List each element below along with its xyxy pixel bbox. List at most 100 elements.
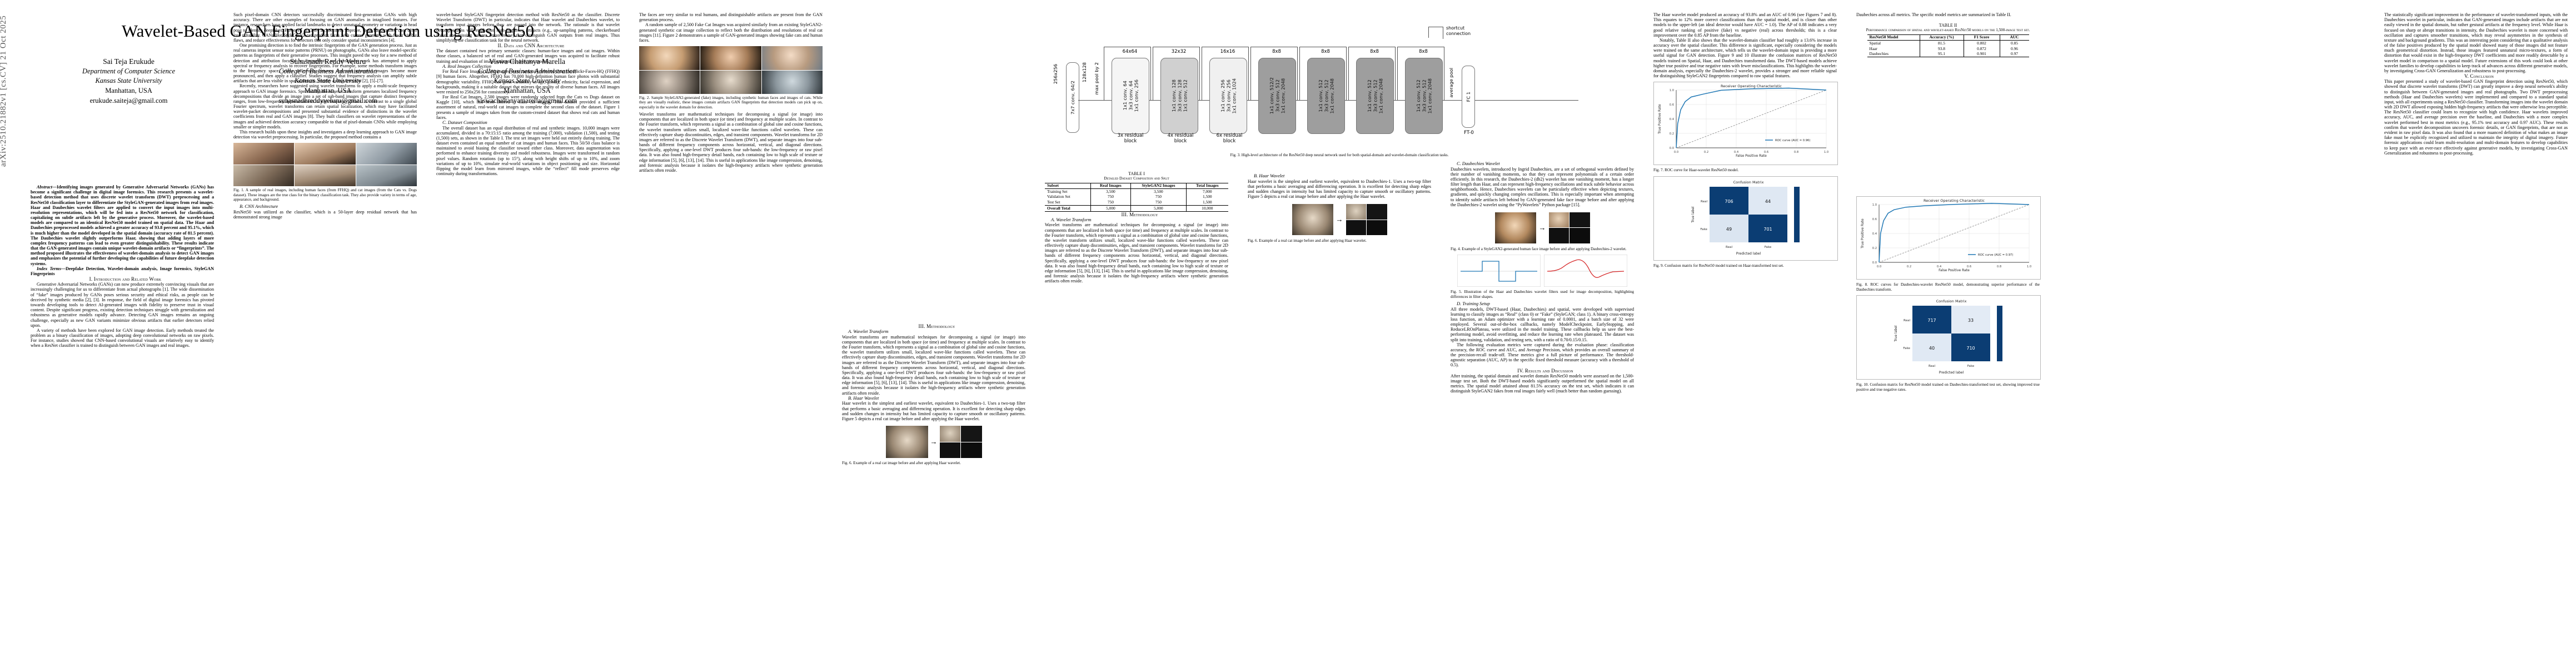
- svg-text:0.2: 0.2: [1670, 132, 1674, 136]
- column-10: Daubechies across all metrics. The speci…: [1856, 12, 2041, 394]
- figure-8: Receiver Operating Characteristic False …: [1856, 196, 2041, 292]
- table-1-header-3: Total Images: [1185, 183, 1228, 189]
- paragraph: This paper presented a study of wavelet-…: [2384, 79, 2568, 156]
- daubechies-wavelet-plot: [1544, 255, 1627, 287]
- subsection-heading: A. Wavelet Transform: [1051, 217, 1092, 222]
- arch-shortcut-4-left: [1299, 47, 1301, 100]
- cell: Haar: [1869, 46, 1877, 51]
- figure-10: 717 33 40 710 Confusion Matrix Real Fake…: [1856, 295, 2041, 392]
- cm-haar-value-00: 706: [1725, 199, 1733, 204]
- column-3: wavelet-based StyleGAN fingerprint detec…: [436, 12, 620, 176]
- figure-6: → Fig. 6. Example of a real cat image be…: [842, 425, 1025, 465]
- svg-text:1.0: 1.0: [2027, 265, 2031, 268]
- table-2-number: TABLE II: [1939, 23, 1957, 28]
- author-0: Sai Teja Erukude Department of Computer …: [31, 56, 227, 106]
- arxiv-stamp: arXiv:2510.21882v1 [cs.CV] 21 Oct 2025: [0, 15, 8, 167]
- photo: [295, 143, 356, 165]
- author-name: Viswa Chaitanya Marella: [489, 57, 566, 66]
- cell: Daubechies: [1869, 51, 1889, 57]
- figure-7: Receiver Operating Characteristic False …: [1653, 82, 1838, 173]
- arch-stage-0-residual: 3x residual block: [1117, 133, 1144, 144]
- svg-text:0.4: 0.4: [1937, 265, 1942, 268]
- svg-text:0.0: 0.0: [1877, 265, 1881, 268]
- arch-stage-1-residual: 4x residual block: [1167, 133, 1194, 144]
- author-location: Manhattan, USA: [304, 87, 352, 95]
- table-2-grid: ResNet50 Model Accuracy (%) F1 Score AUC…: [1867, 34, 2029, 57]
- roc-haar-xlabel: False Positive Rate: [1736, 154, 1767, 158]
- author-location: Manhattan, USA: [105, 87, 152, 95]
- svg-text:0.2: 0.2: [1704, 151, 1708, 154]
- figure-10-label: Fig. 10.: [1856, 382, 1869, 387]
- arch-ft0-label: FT-0: [1464, 130, 1474, 136]
- subband-LH: [1367, 204, 1387, 220]
- arch-shortcut-0-right: [1150, 47, 1152, 100]
- table-1-header-1: Real Images: [1090, 183, 1131, 189]
- haar-wavelet-plot: [1457, 255, 1541, 287]
- subsection-heading: B. Haar Wavelet: [1254, 173, 1285, 178]
- cm-cell-10: [1710, 214, 1748, 242]
- author-2: Viswa Chaitanya Marella College of Busin…: [429, 56, 625, 106]
- table-1-title: Detailed Dataset Composition and Split: [1104, 176, 1169, 181]
- figure-4-images: →: [1451, 211, 1634, 245]
- table-row: Spatial 81.5 0.802 0.85: [1867, 40, 2029, 47]
- paragraph: Wavelet transforms are mathematical tech…: [842, 334, 1025, 396]
- subband-HH: [1367, 220, 1387, 236]
- cm-haar-value-11: 701: [1763, 227, 1772, 232]
- paragraph: Daubechies wavelets, introduced by Ingri…: [1451, 166, 1634, 207]
- abstract-label: Abstract—: [37, 185, 57, 190]
- cell: 1,500: [1185, 194, 1228, 200]
- table-row: Training Set 3,500 3,500 7,000: [1045, 188, 1228, 195]
- cell: 0.97: [1999, 51, 2029, 57]
- svg-text:0.0: 0.0: [1670, 147, 1674, 150]
- svg-text:0.4: 0.4: [1670, 118, 1675, 121]
- arch-stage-2-size: 16x16: [1220, 49, 1235, 54]
- table-1-number: TABLE I: [1128, 171, 1145, 176]
- svg-text:Fake: Fake: [1700, 228, 1707, 231]
- arch-stage-2-block: 1x1 conv, 256 3x3 conv, 256 1x1 conv, 10…: [1209, 58, 1247, 134]
- paragraph: This research builds upon these insights…: [233, 129, 417, 140]
- figure-1-image-grid: [233, 143, 417, 187]
- arch-stage-6-block: 1x1 conv, 512 3x3 conv, 512 1x1 conv, 20…: [1405, 58, 1443, 134]
- paragraph: One promising direction is to find the i…: [233, 43, 417, 84]
- figure-4-caption-text: Example of a StyleGAN2-generated human f…: [1462, 246, 1627, 251]
- photo: [233, 165, 295, 187]
- figure-5: Fig. 5. Illustration of the Haar and Dau…: [1451, 255, 1634, 299]
- author-affiliation-2: Kansas State University: [494, 77, 561, 85]
- author-email[interactable]: erukude.saiteja@gmail.com: [89, 96, 168, 104]
- cell: 750: [1090, 200, 1131, 206]
- cm-haar-value-10: 49: [1726, 227, 1732, 232]
- cm-cell-01: [1748, 186, 1787, 215]
- subsection-heading: A. Real Images Collection: [442, 63, 491, 69]
- svg-text:Real: Real: [1701, 200, 1708, 203]
- index-terms-label: Index Terms—: [37, 266, 66, 271]
- table-row: Daubechies 95.1 0.901 0.97: [1867, 51, 2029, 57]
- paragraph: Wavelet transforms are mathematical tech…: [1045, 222, 1228, 284]
- svg-text:0.2: 0.2: [1872, 247, 1877, 250]
- cm-haar-ylabel: True label: [1691, 206, 1695, 223]
- arch-shortcut-5-right: [1395, 47, 1396, 100]
- figure-6-caption-b: Fig. 6. Example of a real cat image befo…: [1248, 238, 1431, 243]
- cell: Test Set: [1047, 200, 1060, 205]
- page-title: Wavelet-Based GAN Fingerprint Detection …: [121, 21, 535, 41]
- arch-stage-2-residual: 6x residual block: [1216, 133, 1243, 144]
- cm-db-value-10: 40: [1929, 346, 1935, 351]
- arch-shortcut-2-right: [1248, 47, 1249, 100]
- table-row: Test Set 750 750 1,500: [1045, 200, 1228, 206]
- cm-db-value-00: 717: [1927, 318, 1936, 323]
- figure-3-architecture-diagram: 256x256 7x7 conv, 64/2 128x128 max pool …: [1050, 22, 1640, 144]
- cell: 0.802: [1963, 40, 2000, 47]
- author-email[interactable]: suhasnadhreddyveluru@gmail.com: [278, 96, 377, 104]
- cell: 3,500: [1090, 188, 1131, 195]
- cm-haar-xlabel: Predicted label: [1736, 252, 1761, 256]
- photo: [639, 46, 700, 70]
- paragraph: The following evaluation metrics were ca…: [1451, 342, 1634, 368]
- arch-stage-3-size: 8x8: [1272, 49, 1281, 54]
- table-row: Validation Set 750 750 1,500: [1045, 194, 1228, 200]
- photo-original: [1494, 212, 1536, 243]
- subband-LH: [961, 426, 982, 442]
- roc-db-xlabel: False Positive Rate: [1939, 268, 1970, 272]
- author-email[interactable]: viswachaitanyamarella@gmail.com: [477, 96, 577, 104]
- author-1: Suhasnadh Reddy Veluru College of Busine…: [230, 56, 426, 106]
- table-2-header-1: Accuracy (%): [1919, 34, 1964, 41]
